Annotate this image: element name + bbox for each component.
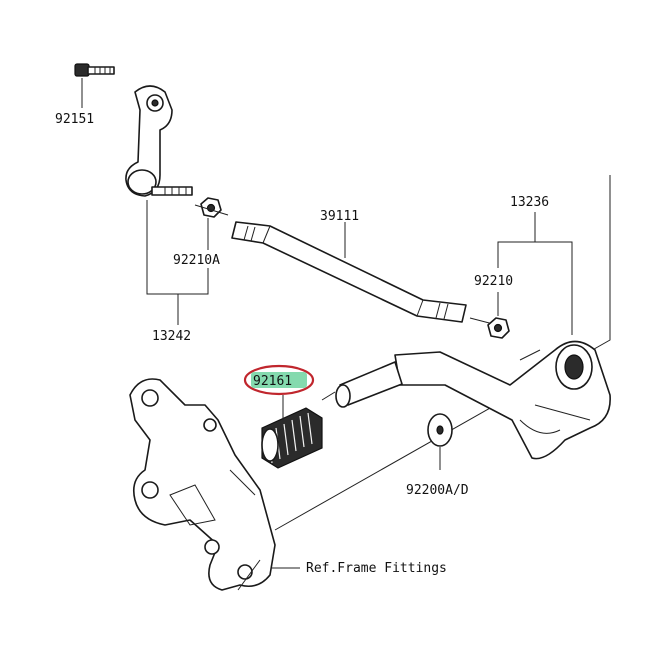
nut-92210: [487, 317, 510, 339]
label-ref-frame-fittings: Ref.Frame Fittings: [306, 561, 447, 576]
nut-92210A: [200, 197, 222, 218]
label-13236: 13236: [510, 195, 549, 210]
highlight-fill: [251, 372, 307, 388]
shift-pedal-13236: [394, 340, 611, 460]
label-13242: 13242: [152, 329, 191, 344]
bolt-92151: [74, 63, 115, 77]
frame-bracket: [129, 378, 276, 591]
pedal-peg: [335, 361, 403, 408]
pedal-rubber-92161: [261, 407, 323, 469]
highlight-ring: [243, 364, 315, 396]
shift-rod-39111: [231, 221, 467, 323]
label-92151: 92151: [55, 112, 94, 127]
label-92210: 92210: [474, 274, 513, 289]
shift-arm-13242: [125, 85, 193, 197]
washer-92200AD: [427, 413, 453, 447]
label-92210A: 92210A: [173, 253, 220, 268]
label-92200AD: 92200A/D: [406, 483, 469, 498]
label-39111: 39111: [320, 209, 359, 224]
label-92161: 92161: [253, 374, 292, 389]
